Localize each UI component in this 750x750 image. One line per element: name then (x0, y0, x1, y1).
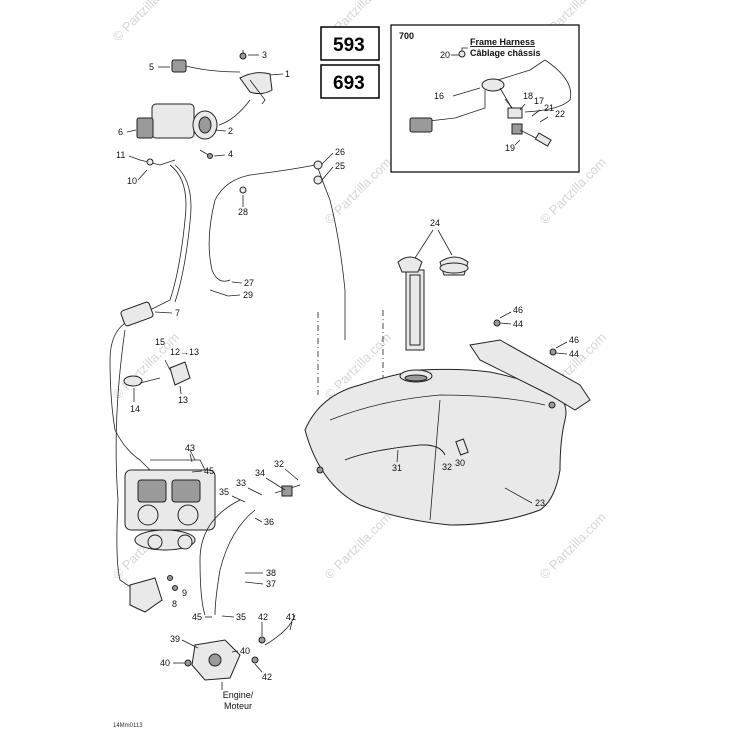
fuel-tank (304, 368, 567, 526)
callout-label: 42 (262, 672, 272, 682)
watermark: © Partzilla.com (537, 510, 610, 583)
callout-label: 28 (238, 207, 248, 217)
model-number: 693 (333, 73, 365, 94)
callout-label: 43 (185, 443, 195, 453)
mounting-bracket (469, 319, 591, 411)
callout-label: 26 (335, 147, 345, 157)
callout-label: 24 (430, 218, 440, 228)
engine-label-en: Engine/ (223, 690, 254, 700)
callout-label: 13 (178, 395, 188, 405)
inset-number: 700 (399, 31, 414, 41)
callout-label: 15 (155, 337, 165, 347)
callout-label: 40 (160, 658, 170, 668)
fuel-line (344, 438, 469, 461)
callout-label: 44 (569, 349, 579, 359)
callout-label: 1 (285, 69, 290, 79)
callout-label: 45 (204, 466, 214, 476)
choke-cable (208, 160, 346, 340)
callout-label: 2 (228, 126, 233, 136)
callout-label: 3 (262, 50, 267, 60)
engine-label: Engine/ Moteur (223, 690, 254, 711)
callout-label: 37 (266, 579, 276, 589)
callout-label: 21 (544, 103, 554, 113)
watermark: © Partzilla.com (322, 155, 395, 228)
callout-label: 31 (392, 463, 402, 473)
callout-label: 9 (182, 588, 187, 598)
callout-label: 17 (534, 96, 544, 106)
callout-label: 12→13 (170, 347, 199, 357)
fuel-pump (184, 639, 241, 690)
model-box-693: 693 (320, 64, 380, 99)
ignition-switch-assembly (136, 50, 273, 166)
callout-label: 38 (266, 568, 276, 578)
callout-label: 34 (255, 468, 265, 478)
callout-label: 30 (455, 458, 465, 468)
callout-label: 19 (505, 143, 515, 153)
frame-harness-label-fr: Câblage châssis (470, 48, 541, 58)
callout-label: 6 (118, 127, 123, 137)
drawing-code: 14Mm0113 (113, 723, 143, 729)
callout-labels: 1 2 3 4 5 6 7 8 9 10 11 12→13 13 14 15 1… (116, 50, 579, 682)
callout-label: 14 (130, 404, 140, 414)
callout-label: 36 (264, 517, 274, 527)
callout-label: 29 (243, 290, 253, 300)
model-number: 593 (333, 35, 365, 56)
callout-label: 44 (513, 319, 523, 329)
callout-label: 39 (170, 634, 180, 644)
watermark: © Partzilla.com (110, 0, 183, 44)
callout-label: 4 (228, 149, 233, 159)
throttle-bracket (129, 575, 178, 613)
callout-label: 5 (149, 62, 154, 72)
callout-label: 32 (442, 462, 452, 472)
callout-label: 46 (569, 335, 579, 345)
callout-label: 11 (116, 150, 125, 160)
callout-label: 42 (258, 612, 268, 622)
callout-label: 18 (523, 91, 533, 101)
callout-label: 33 (236, 478, 246, 488)
throttle-cable (109, 164, 192, 591)
engine-label-fr: Moteur (224, 701, 252, 711)
fuel-gauge-tube (397, 256, 469, 351)
frame-harness-label: Frame Harness (470, 37, 535, 47)
callout-label: 46 (513, 305, 523, 315)
callout-label: 32 (274, 459, 284, 469)
callout-label: 45 (192, 612, 202, 622)
callout-label: 23 (535, 498, 545, 508)
fuel-hose (199, 484, 301, 664)
callout-label: 35 (236, 612, 246, 622)
callout-label: 27 (244, 278, 254, 288)
callout-label: 16 (434, 91, 444, 101)
callout-label: 10 (127, 176, 137, 186)
model-box-593: 593 (320, 26, 380, 61)
callout-label: 35 (219, 487, 229, 497)
callout-label: 25 (335, 161, 345, 171)
callout-label: 20 (440, 50, 450, 60)
callout-label: 40 (240, 646, 250, 656)
callout-label: 22 (555, 109, 565, 119)
callout-label: 7 (175, 308, 180, 318)
clip-part (123, 359, 191, 387)
inset-box-700: 700 Frame Harness Câblage châssis (390, 24, 580, 173)
watermark: © Partzilla.com (322, 510, 395, 583)
callout-label: 41 (286, 612, 296, 622)
callout-label: 8 (172, 599, 177, 609)
carburetor-assembly (124, 449, 216, 551)
